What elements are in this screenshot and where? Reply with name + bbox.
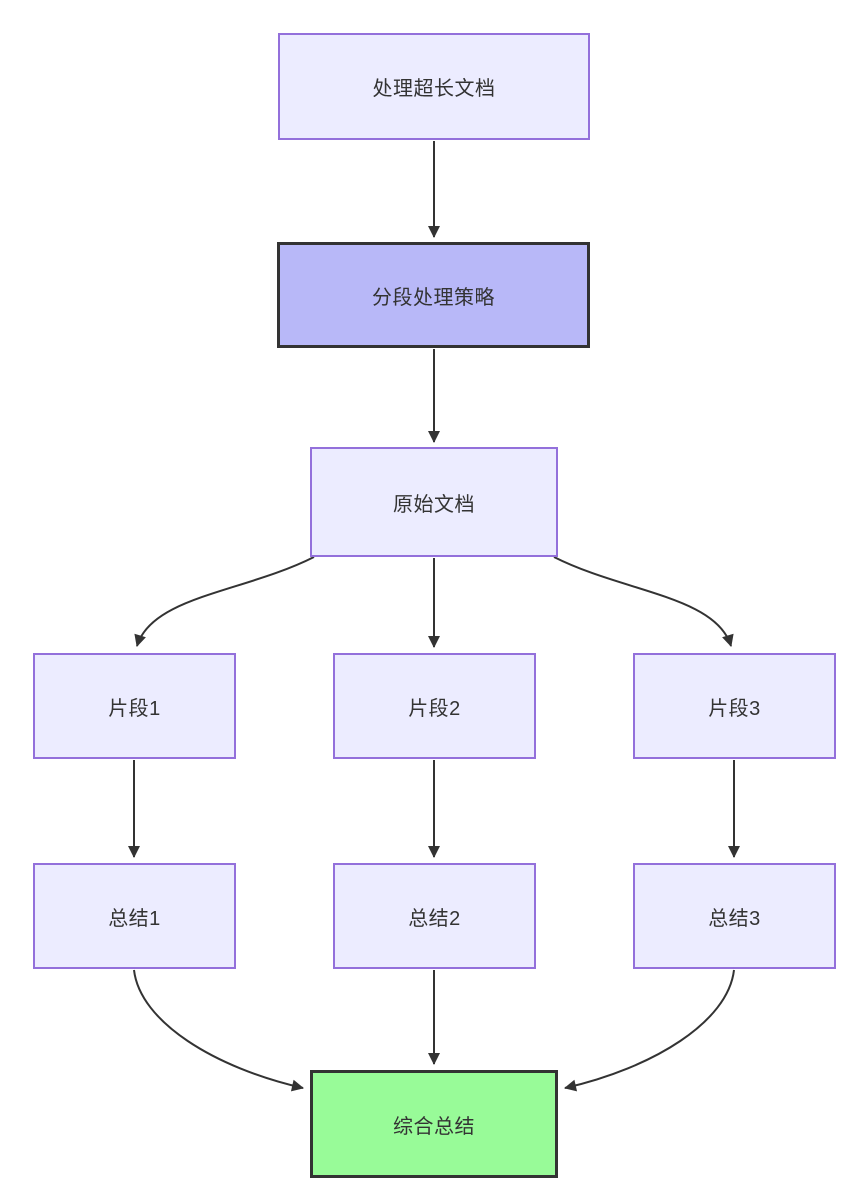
node-label: 片段1 — [108, 697, 161, 720]
node-label: 片段2 — [408, 697, 461, 720]
node-summary-2: 总结2 — [333, 863, 536, 969]
node-label: 片段3 — [708, 697, 761, 720]
node-summary-1: 总结1 — [33, 863, 236, 969]
node-label: 总结2 — [408, 907, 461, 930]
node-label: 处理超长文档 — [372, 78, 496, 100]
node-fragment-3: 片段3 — [633, 653, 836, 759]
edge-original-frag3 — [553, 556, 734, 647]
edge-sum3-final — [564, 969, 735, 1092]
node-label: 分段处理策略 — [372, 286, 495, 309]
node-segment-strategy: 分段处理策略 — [277, 242, 590, 348]
edge-sum1-final — [133, 969, 304, 1092]
node-fragment-2: 片段2 — [333, 653, 536, 759]
node-label: 综合总结 — [393, 1115, 475, 1138]
node-final-summary: 综合总结 — [310, 1070, 558, 1178]
node-process-long-doc: 处理超长文档 — [278, 33, 590, 140]
node-label: 总结3 — [708, 907, 761, 930]
edge-original-frag1 — [134, 556, 315, 647]
node-fragment-1: 片段1 — [33, 653, 236, 759]
node-label: 总结1 — [108, 907, 161, 930]
node-summary-3: 总结3 — [633, 863, 836, 969]
node-label: 原始文档 — [393, 493, 475, 516]
node-original-document: 原始文档 — [310, 447, 558, 557]
